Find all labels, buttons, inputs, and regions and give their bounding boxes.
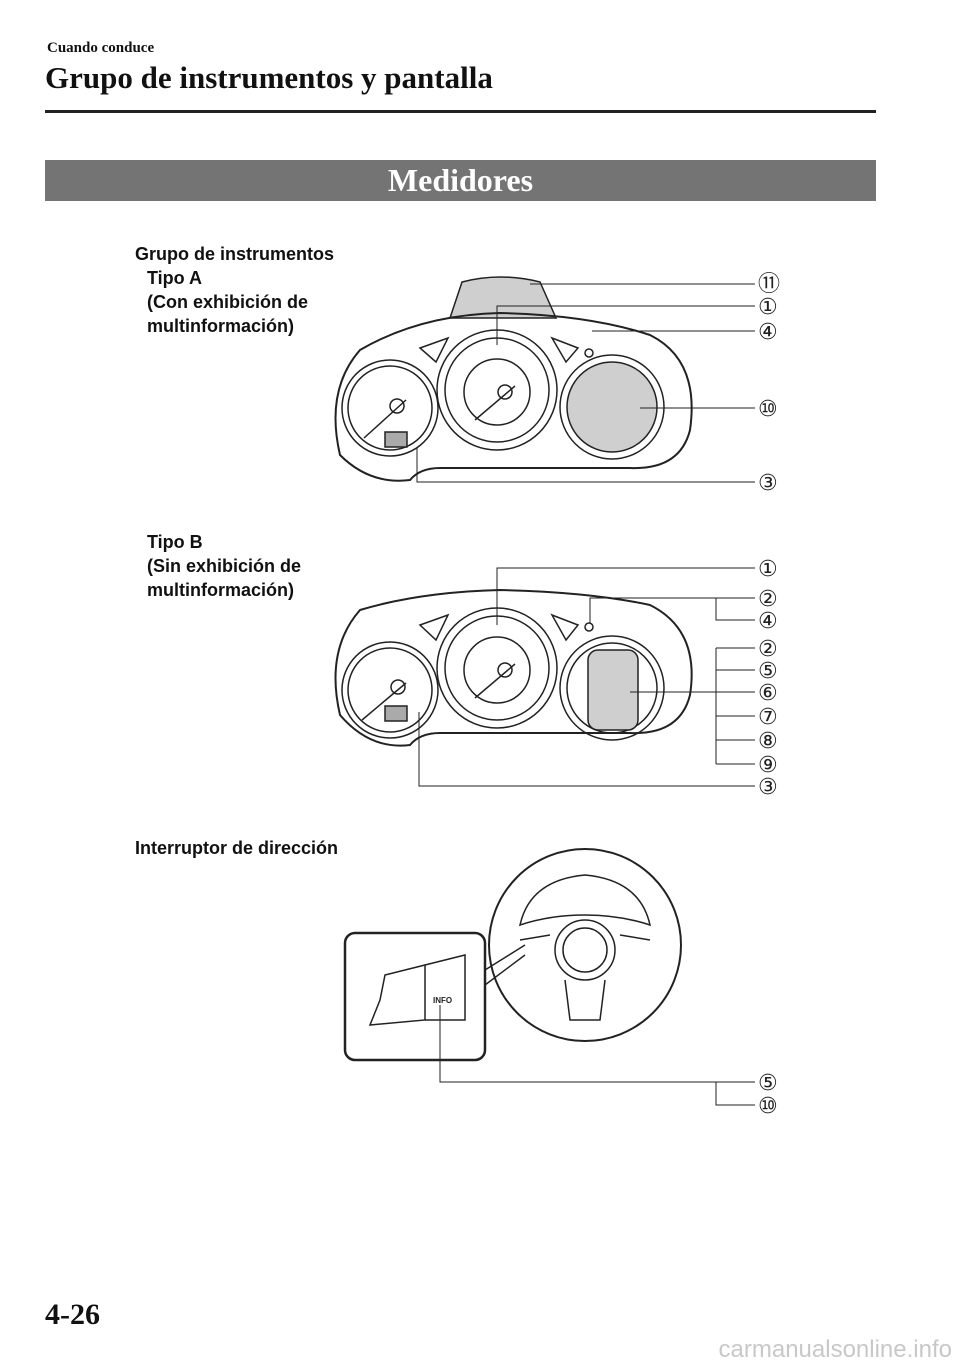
steering-wheel-illustration — [488, 848, 682, 1042]
watermark: carmanualsonline.info — [718, 1336, 952, 1362]
callout-1: ① — [758, 557, 778, 582]
info-button-label: INFO — [433, 996, 452, 1005]
section-banner: Medidores — [45, 160, 876, 201]
type-b-leader-lines — [418, 567, 755, 787]
callout-3: ③ — [758, 775, 778, 800]
callout-2: ② — [758, 637, 778, 662]
callout-7: ⑦ — [758, 705, 778, 730]
steering-leader-lines — [439, 1005, 755, 1106]
callout-5: ⑤ — [758, 659, 778, 684]
callout-6: ⑥ — [758, 681, 778, 706]
type-a-leader-lines — [416, 283, 755, 483]
callout-9: ⑨ — [758, 753, 778, 778]
section-label: Cuando conduce — [47, 40, 155, 56]
type-a-label: Tipo A — [147, 268, 202, 288]
page-number: 4-26 — [45, 1298, 100, 1331]
title-rule — [45, 110, 876, 113]
cluster-heading: Grupo de instrumentos — [135, 244, 335, 264]
cluster-type-a-illustration — [334, 276, 693, 482]
callout-10: ⑩ — [758, 1094, 778, 1119]
callout-4: ④ — [758, 609, 778, 634]
callout-3: ③ — [758, 471, 778, 496]
callout-10: ⑩ — [758, 397, 778, 422]
type-b-desc: (Sin exhibición de multinformación) — [147, 556, 302, 600]
steering-heading: Interruptor de dirección — [135, 838, 339, 858]
callout-8: ⑧ — [758, 729, 778, 754]
type-a-desc: (Con exhibición de multinformación) — [147, 292, 309, 336]
callout-1: ① — [758, 295, 778, 320]
page-title: Grupo de instrumentos y pantalla — [45, 60, 493, 95]
callout-11: ⑪ — [758, 272, 780, 297]
cluster-type-b-illustration — [334, 588, 693, 747]
callout-4: ④ — [758, 320, 778, 345]
callout-2: ② — [758, 587, 778, 612]
switch-detail-inset: INFO — [343, 931, 526, 1062]
callout-5: ⑤ — [758, 1071, 778, 1096]
type-b-label: Tipo B — [147, 532, 203, 552]
